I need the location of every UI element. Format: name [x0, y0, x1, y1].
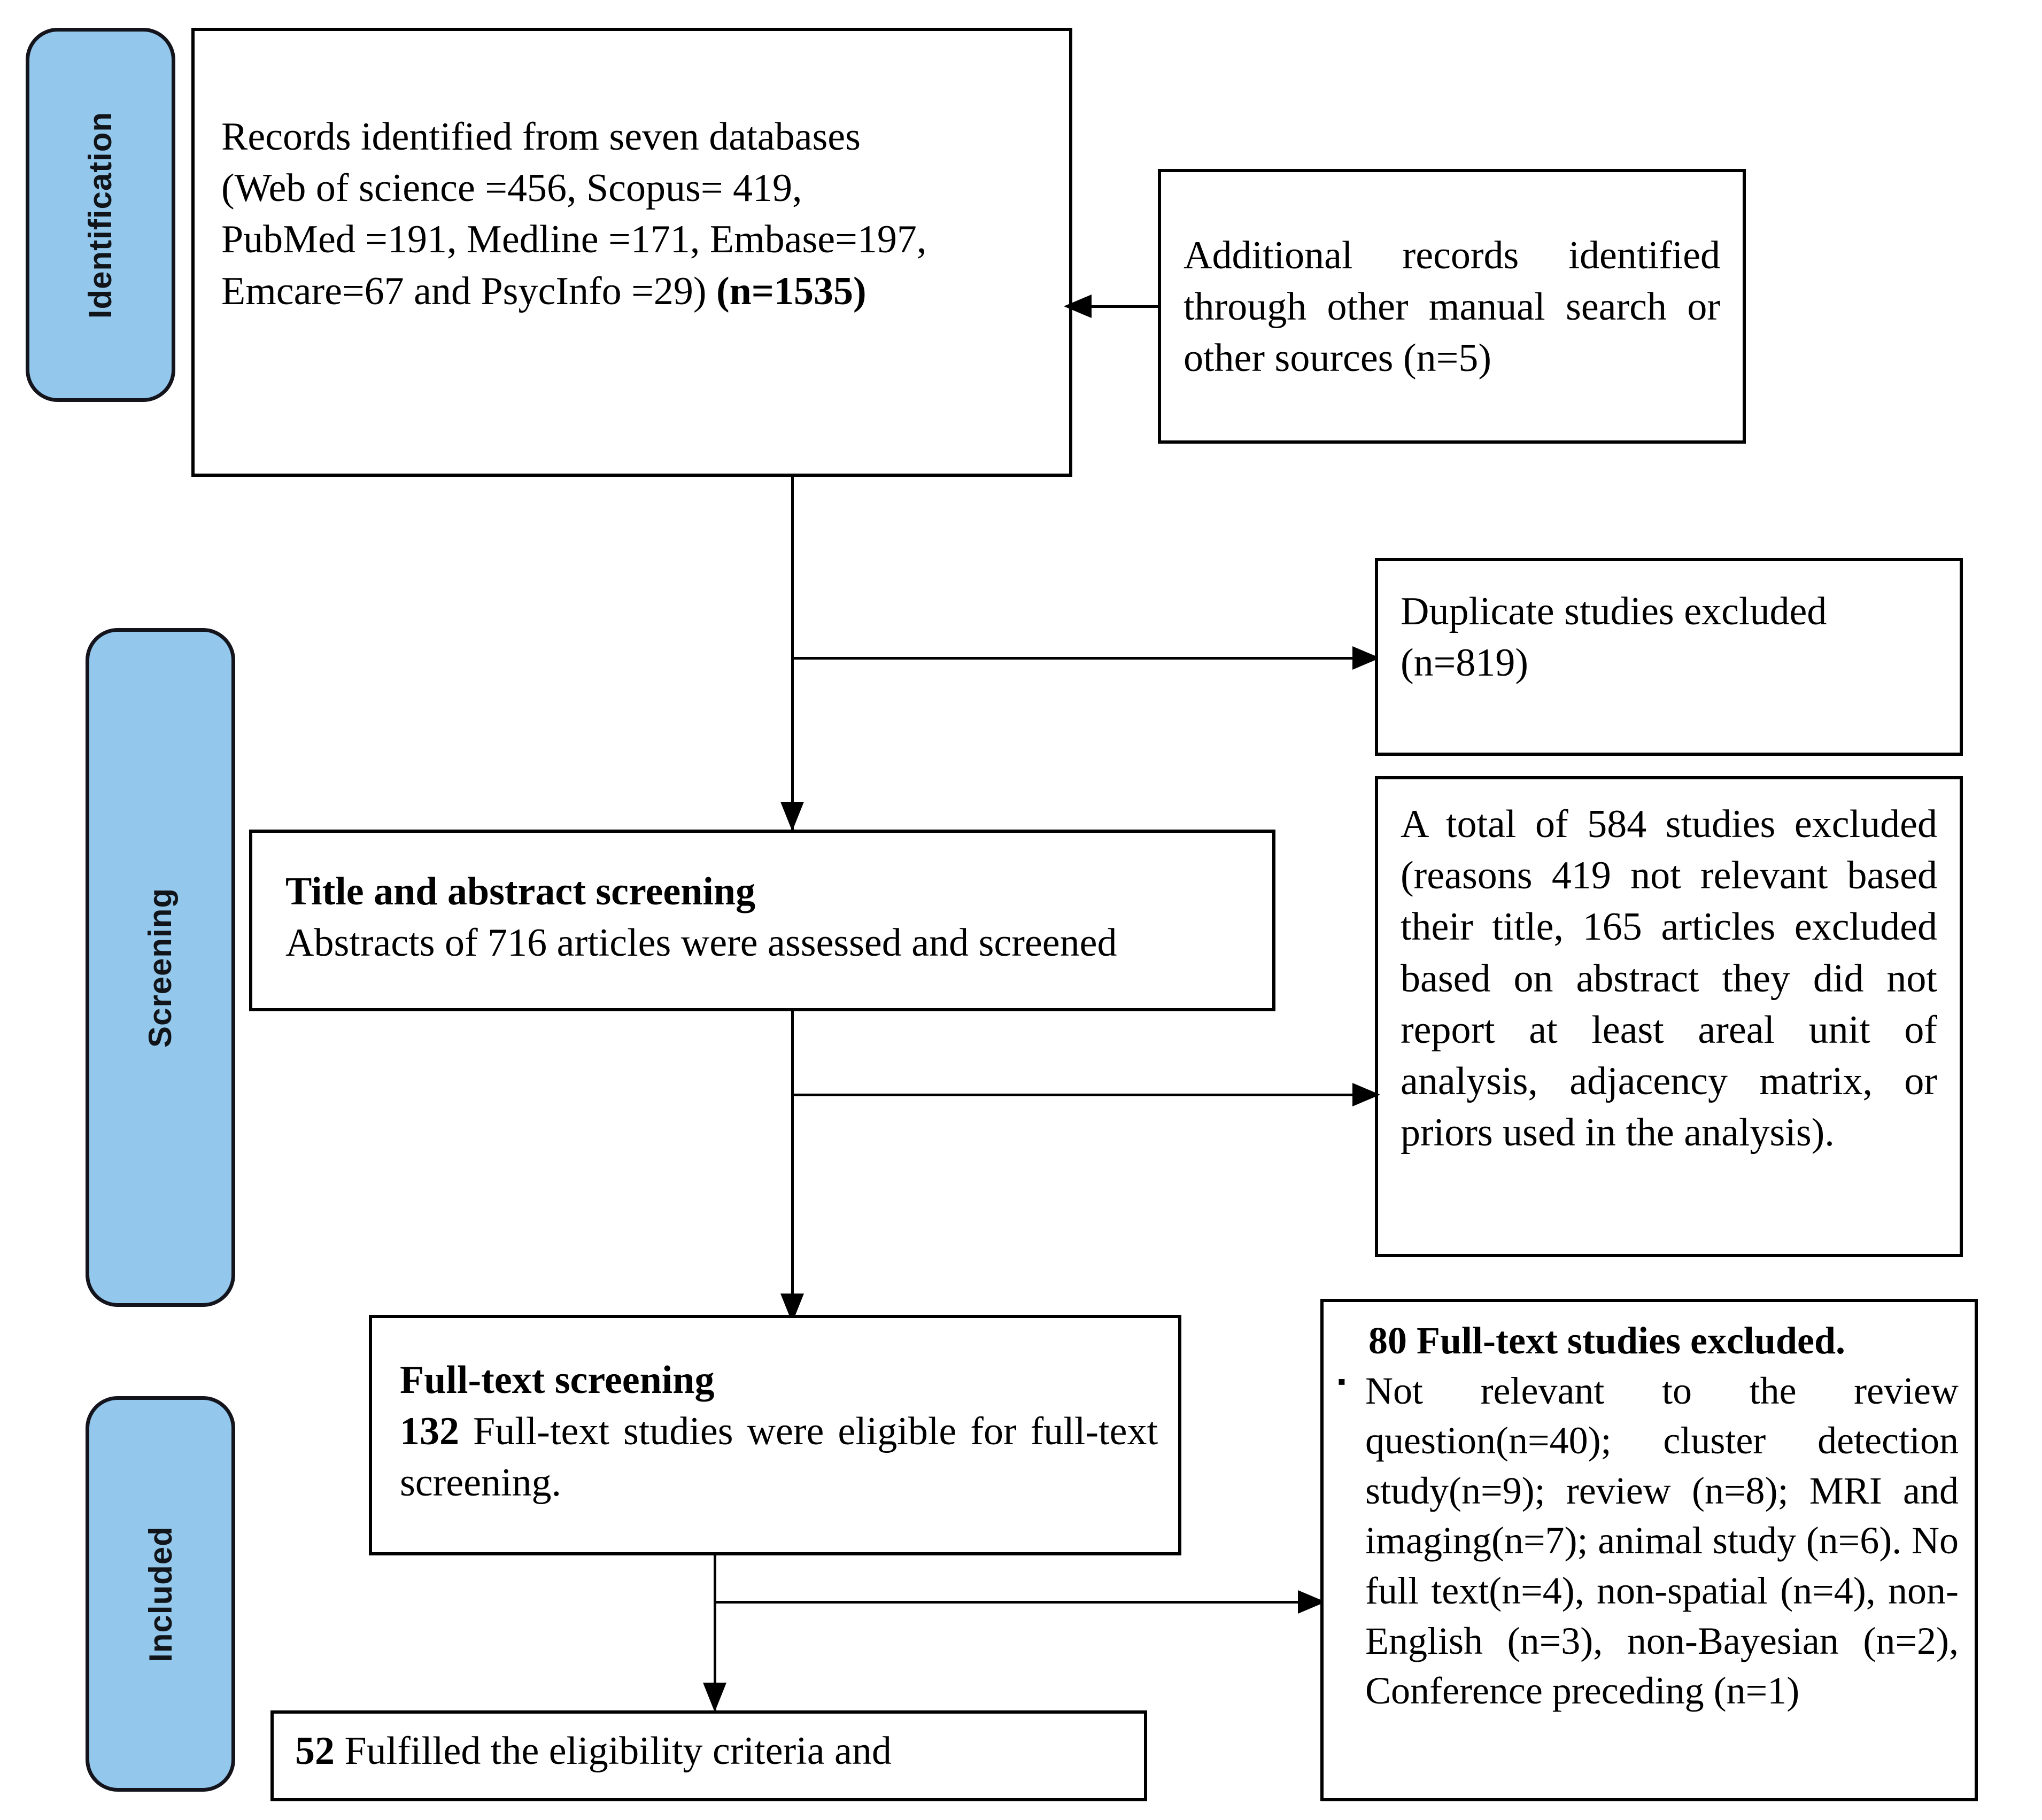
connector-fulltext-trunk	[714, 1555, 716, 1721]
records-total-count: (n=1535)	[716, 269, 867, 313]
square-bullet-icon: ▪	[1337, 1368, 1346, 1395]
box-fulltext-screening: Full-text screening 132 Full-text studie…	[369, 1315, 1181, 1555]
included-final-count: 52	[295, 1729, 335, 1773]
connector-title-abstract-to-excluded-line	[791, 1094, 1376, 1096]
box-records-identified: Records identified from seven databases …	[191, 28, 1072, 477]
connector-additional-to-records-line	[1074, 305, 1159, 308]
duplicates-excluded-text: Duplicate studies excluded (n=819)	[1378, 561, 1960, 688]
box-screening-excluded: A total of 584 studies excluded (reasons…	[1375, 776, 1963, 1257]
fulltext-excluded-text: 80 Full-text studies excluded. ▪ Not rel…	[1324, 1302, 1975, 1716]
phase-label-included: Included	[142, 1525, 179, 1662]
included-final-body: Fulfilled the eligibility criteria and	[335, 1729, 892, 1773]
connector-records-to-duplicates-line	[791, 657, 1376, 660]
additional-records-text: Additional records identified through ot…	[1184, 234, 1720, 381]
connector-additional-to-records-arrowhead	[1064, 295, 1092, 318]
phase-pill-screening: Screening	[86, 628, 235, 1307]
box-duplicates-excluded: Duplicate studies excluded (n=819)	[1375, 558, 1963, 756]
connector-title-abstract-to-excluded-arrowhead	[1352, 1083, 1380, 1106]
fulltext-screening-body: 132 Full-text studies were eligible for …	[400, 1406, 1158, 1508]
phase-pill-identification: Identification	[26, 28, 175, 402]
duplicates-line-1: Duplicate studies excluded	[1401, 590, 1827, 633]
connector-records-trunk	[791, 477, 794, 830]
fulltext-excluded-bullet-item: ▪ Not relevant to the review question(n=…	[1337, 1366, 1959, 1716]
connector-title-abstract-trunk	[791, 1011, 794, 1321]
screening-excluded-text: A total of 584 studies excluded (reasons…	[1401, 802, 1937, 1155]
records-line-3: PubMed =191, Medline =171, Embase=197,	[221, 218, 927, 262]
phase-label-screening: Screening	[142, 887, 179, 1048]
fulltext-screening-count: 132	[400, 1409, 459, 1454]
box-title-abstract-screening: Title and abstract screening Abstracts o…	[249, 830, 1275, 1011]
fulltext-excluded-heading: 80 Full-text studies excluded.	[1368, 1319, 1845, 1362]
box-additional-records: Additional records identified through ot…	[1158, 169, 1746, 444]
phase-pill-included: Included	[86, 1396, 235, 1792]
connector-records-to-title-abstract-arrowhead	[780, 802, 804, 831]
box-included-final: 52 Fulfilled the eligibility criteria an…	[270, 1710, 1147, 1801]
fulltext-screening-body-text: Full-text studies were eligible for full…	[400, 1409, 1158, 1505]
title-abstract-body: Abstracts of 716 articles were assessed …	[285, 921, 1117, 965]
records-line-4-prefix: Emcare=67 and PsycInfo =29)	[221, 269, 716, 313]
records-line-1: Records identified from seven databases	[221, 115, 861, 159]
phase-label-identification: Identification	[82, 111, 119, 319]
title-abstract-heading: Title and abstract screening	[285, 870, 756, 913]
duplicates-line-2: (n=819)	[1401, 641, 1529, 685]
included-final-text: 52 Fulfilled the eligibility criteria an…	[274, 1714, 1144, 1777]
fulltext-screening-heading: Full-text screening	[400, 1358, 715, 1402]
records-identified-text: Records identified from seven databases …	[195, 31, 1069, 317]
connector-fulltext-to-excluded-line	[714, 1601, 1320, 1604]
title-abstract-text: Title and abstract screening Abstracts o…	[252, 833, 1272, 969]
box-fulltext-excluded: 80 Full-text studies excluded. ▪ Not rel…	[1320, 1299, 1978, 1801]
connector-fulltext-to-included-arrowhead	[703, 1683, 726, 1712]
fulltext-screening-text: Full-text screening 132 Full-text studie…	[372, 1318, 1178, 1509]
records-line-4: Emcare=67 and PsycInfo =29) (n=1535)	[221, 266, 1053, 317]
records-line-2: (Web of science =456, Scopus= 419,	[221, 166, 802, 211]
fulltext-excluded-bullet-text: Not relevant to the review question(n=40…	[1365, 1369, 1959, 1713]
